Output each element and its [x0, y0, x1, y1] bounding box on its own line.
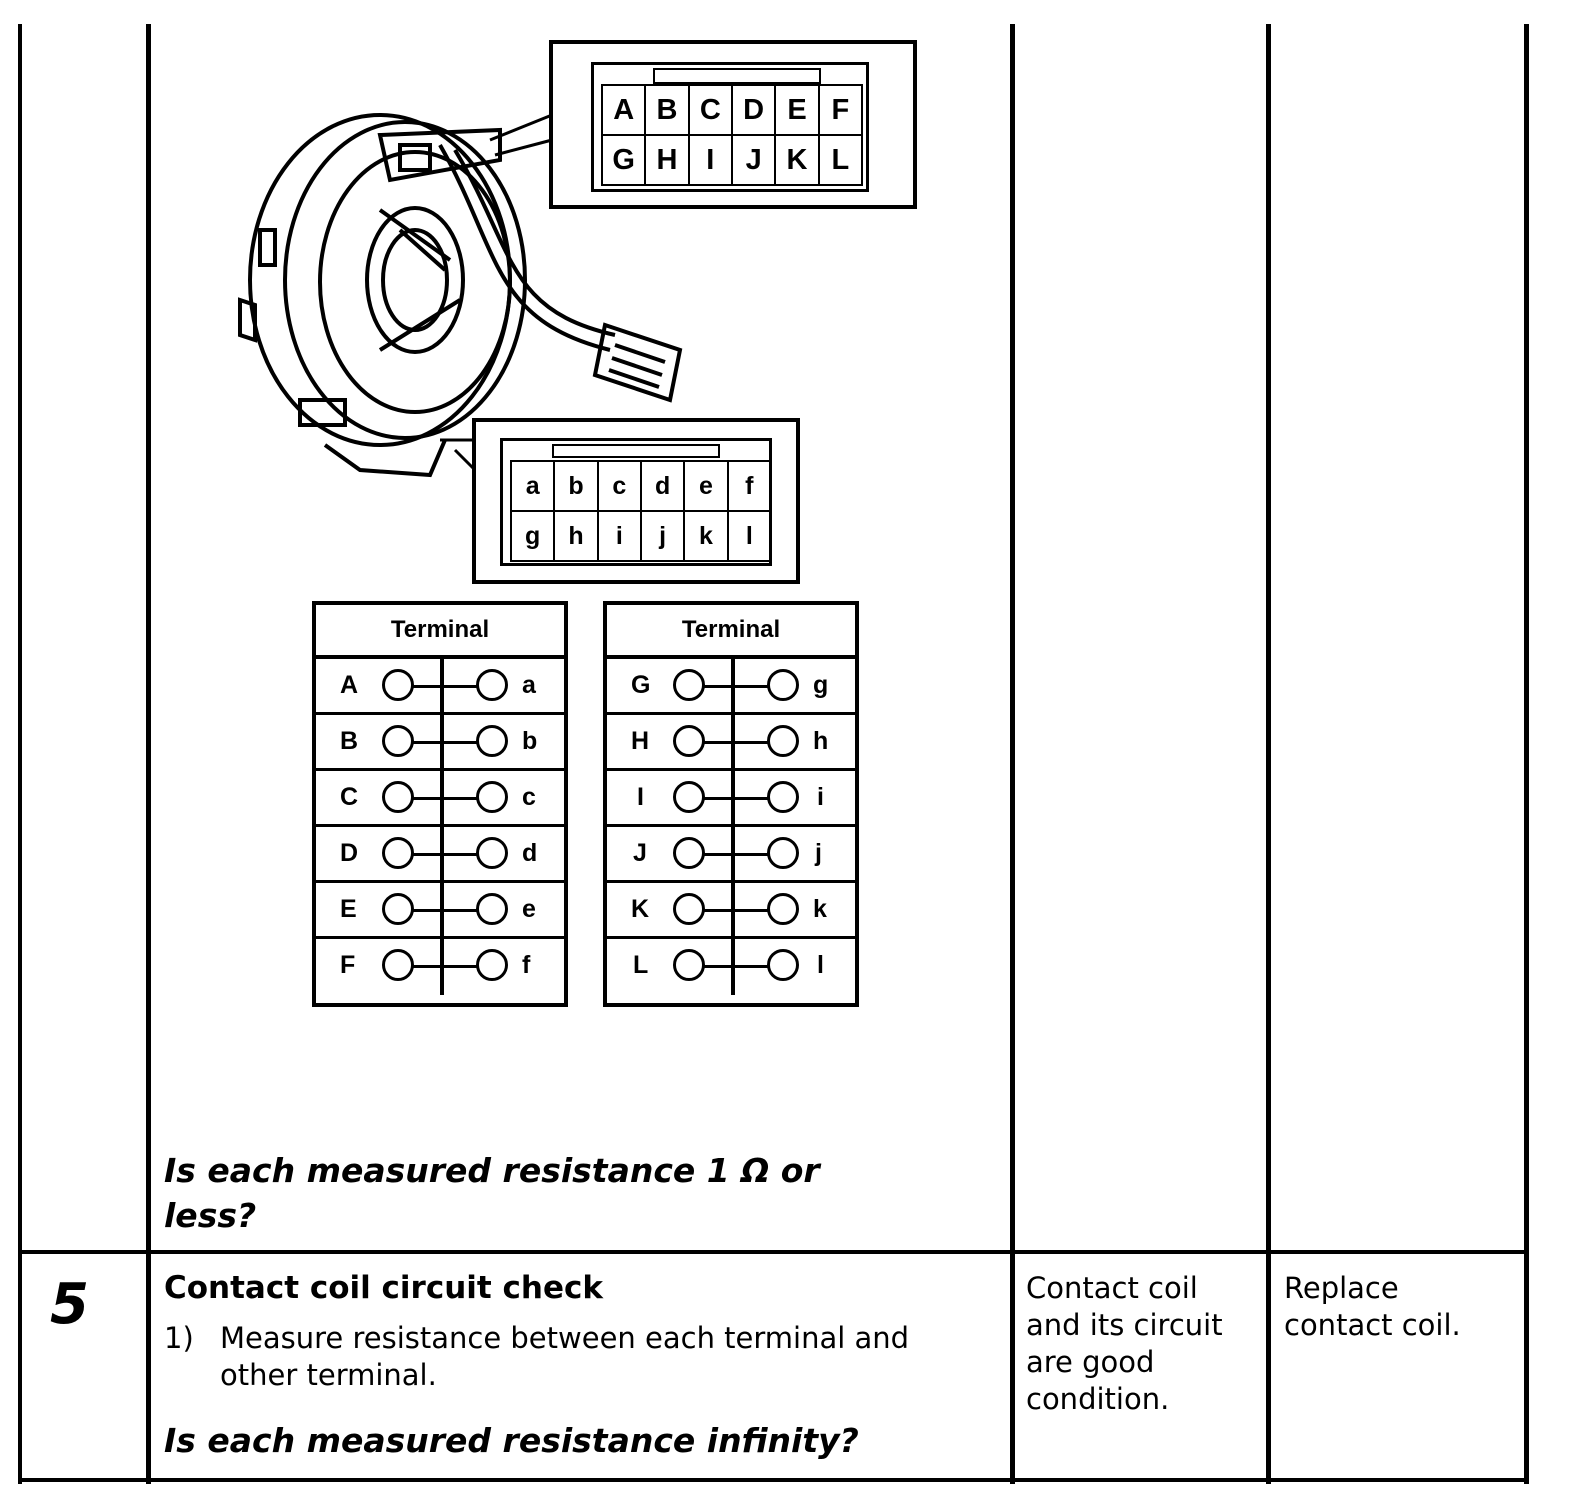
- pin-label: l: [728, 512, 772, 562]
- table-border-bottom: [18, 1478, 1529, 1482]
- no-line: Replace: [1284, 1271, 1399, 1305]
- pin-label: I: [689, 136, 733, 186]
- pin-label: H: [646, 136, 690, 186]
- pin-label: a: [512, 462, 556, 512]
- pin-label: k: [685, 512, 729, 562]
- terminal-label: l: [817, 951, 824, 979]
- terminal-label: I: [637, 783, 644, 811]
- pin-label: L: [819, 136, 863, 186]
- terminal-label: K: [631, 895, 650, 923]
- terminal-label: F: [340, 951, 356, 979]
- terminal-table-header: Terminal: [607, 605, 855, 659]
- upper-connector-pins: A B C D E F G H I J K L: [601, 84, 863, 186]
- terminal-label: j: [815, 839, 822, 867]
- upper-connector-latch: [653, 68, 821, 84]
- terminal-label: c: [522, 783, 536, 811]
- lower-connector-latch: [552, 444, 720, 458]
- pin-label: B: [646, 86, 690, 136]
- terminal-label: H: [631, 727, 650, 755]
- step-item-text: Measure resistance between each terminal…: [220, 1320, 909, 1394]
- table-border-right: [1524, 24, 1529, 1484]
- upper-connector-callout: A B C D E F G H I J K L: [549, 40, 917, 209]
- terminal-label: J: [633, 839, 647, 867]
- pin-label: F: [819, 86, 863, 136]
- pin-label: c: [598, 462, 642, 512]
- step-title: Contact coil circuit check: [164, 1270, 603, 1306]
- terminal-label: L: [633, 951, 649, 979]
- pin-label: C: [689, 86, 733, 136]
- terminal-label: C: [340, 783, 359, 811]
- no-line: contact coil.: [1284, 1308, 1461, 1342]
- step4-question: Is each measured resistance 1 Ω or less?: [164, 1148, 820, 1238]
- pin-label: A: [603, 86, 647, 136]
- lower-connector-callout: a b c d e f g h i j k l: [472, 418, 800, 584]
- step-item-line1: Measure resistance between each terminal…: [220, 1321, 910, 1355]
- yes-line: condition.: [1026, 1382, 1170, 1416]
- step4-question-line1: Is each measured resistance 1 Ω or: [164, 1151, 820, 1190]
- pin-label: b: [555, 462, 599, 512]
- step5-question: Is each measured resistance infinity?: [164, 1421, 859, 1460]
- pin-label: i: [598, 512, 642, 562]
- pin-label: D: [732, 86, 777, 136]
- pin-label: g: [512, 512, 556, 562]
- pin-label: d: [641, 462, 686, 512]
- step-item-number: 1): [164, 1321, 194, 1355]
- step4-question-line2: less?: [164, 1196, 257, 1235]
- terminal-label: B: [340, 727, 359, 755]
- terminal-label: b: [522, 727, 538, 755]
- pin-label: K: [776, 136, 820, 186]
- table-border-left: [18, 24, 22, 1484]
- terminal-label: E: [340, 895, 357, 923]
- yes-line: Contact coil: [1026, 1271, 1198, 1305]
- terminal-label: a: [522, 671, 536, 699]
- terminal-label: e: [522, 895, 536, 923]
- yes-line: are good: [1026, 1345, 1155, 1379]
- pin-label: G: [603, 136, 647, 186]
- terminal-label: A: [340, 671, 359, 699]
- terminal-label: D: [340, 839, 359, 867]
- terminal-label: g: [813, 671, 829, 699]
- pin-label: E: [776, 86, 820, 136]
- table-divider-yes: [1266, 24, 1271, 1484]
- step-number: 5: [50, 1272, 89, 1337]
- terminal-label: d: [522, 839, 538, 867]
- table-divider-step: [146, 24, 151, 1484]
- pin-label: J: [732, 136, 777, 186]
- upper-connector-housing: [591, 62, 869, 192]
- step-item-line2: other terminal.: [220, 1358, 437, 1392]
- lower-connector-pins: a b c d e f g h i j k l: [510, 460, 772, 562]
- terminal-table-header: Terminal: [316, 605, 564, 659]
- terminal-label: i: [817, 783, 824, 811]
- row-separator: [18, 1250, 1529, 1254]
- pin-label: h: [555, 512, 599, 562]
- terminal-label: k: [813, 895, 827, 923]
- terminal-label: G: [631, 671, 651, 699]
- yes-line: and its circuit: [1026, 1308, 1223, 1342]
- pin-label: j: [641, 512, 686, 562]
- no-action: Replace contact coil.: [1284, 1270, 1461, 1344]
- table-divider-action: [1010, 24, 1015, 1484]
- terminal-label: f: [522, 951, 531, 979]
- pin-label: e: [685, 462, 729, 512]
- pin-label: f: [728, 462, 772, 512]
- terminal-label: h: [813, 727, 829, 755]
- yes-action: Contact coil and its circuit are good co…: [1026, 1270, 1223, 1418]
- contact-coil-illustration: [238, 113, 683, 478]
